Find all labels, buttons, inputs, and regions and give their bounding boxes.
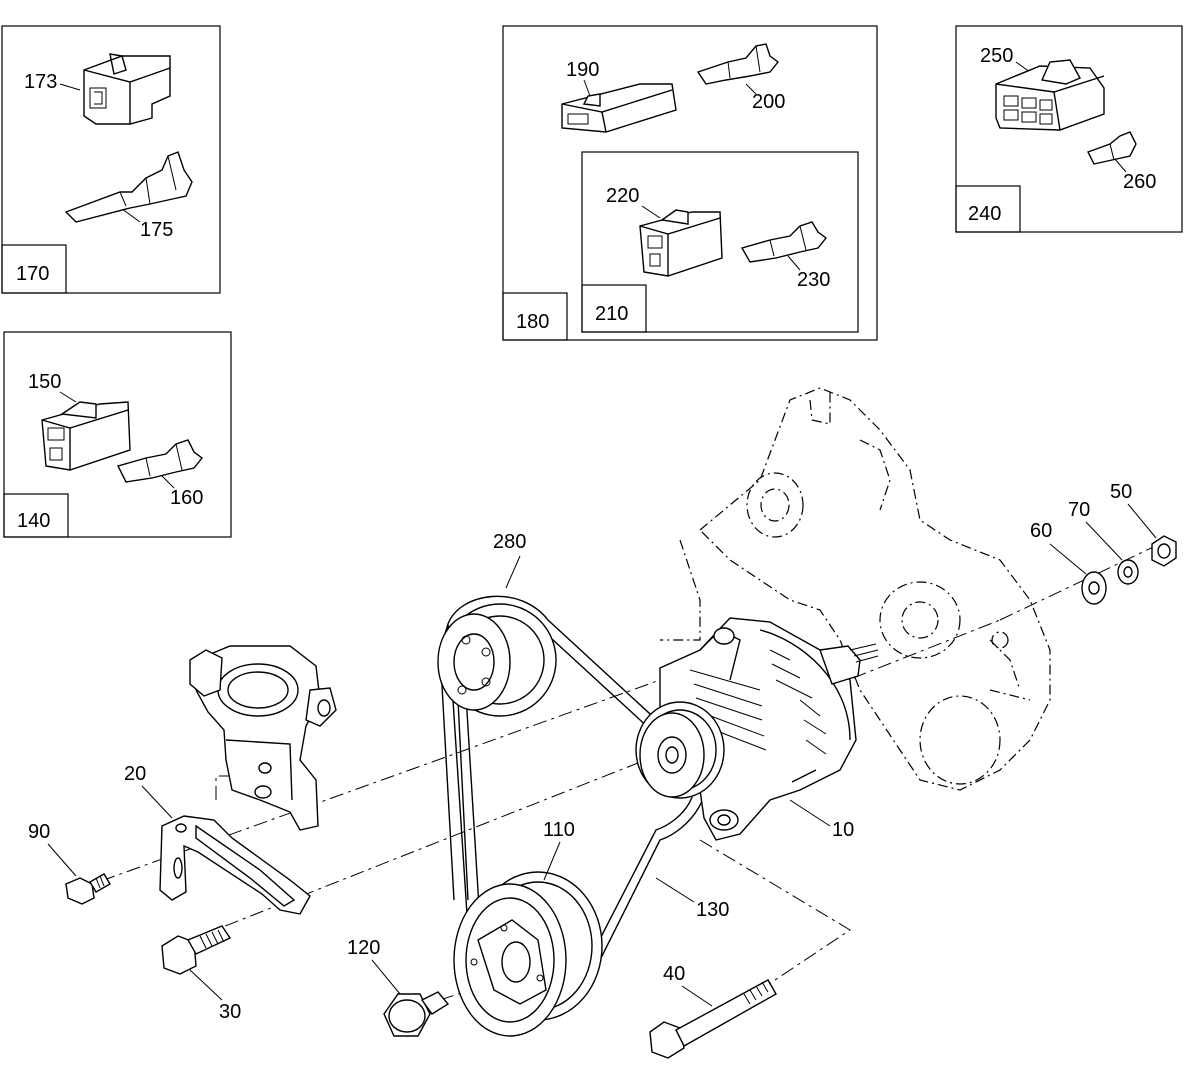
bolt-30 [161,925,232,975]
label-170: 170 [16,263,49,285]
label-230: 230 [797,269,830,291]
label-210: 210 [595,303,628,325]
label-60: 60 [1030,520,1052,542]
terminal-200 [696,43,779,85]
label-280: 280 [493,531,526,553]
water-pump-housing [189,645,337,831]
label-175: 175 [140,219,173,241]
label-50: 50 [1110,481,1132,503]
label-260: 260 [1123,171,1156,193]
terminal-230 [740,221,827,263]
callout-labels: 280 50 70 60 20 90 110 10 130 120 40 30 [28,481,1157,1023]
label-250: 250 [980,45,1013,67]
label-140: 140 [17,510,50,532]
terminal-175 [64,151,193,223]
flat-washer-60 [1081,571,1107,605]
terminal-260 [1087,131,1137,165]
lock-washer-70 [1117,559,1139,585]
label-180: 180 [516,311,549,333]
adjusting-bracket [159,815,311,915]
label-30: 30 [219,1001,241,1023]
label-200: 200 [752,91,785,113]
label-70: 70 [1068,499,1090,521]
label-160: 160 [170,487,203,509]
inset-box-210: 210 220 230 [581,151,859,333]
label-130: 130 [696,899,729,921]
engine-block-outline [660,387,1051,791]
label-220: 220 [606,185,639,207]
connector-173 [83,53,171,125]
inset-box-240: 240 250 260 [955,25,1183,233]
water-pump-pulley [437,603,557,717]
label-150: 150 [28,371,61,393]
bolt-120 [383,991,450,1037]
inset-box-180: 180 190 200 210 220 230 [502,25,878,341]
label-110: 110 [543,819,575,841]
label-173: 173 [24,71,57,93]
connector-250 [995,59,1105,131]
bolt-90 [65,873,111,905]
label-240: 240 [968,203,1001,225]
connector-220 [639,209,723,277]
nut-50 [1151,535,1177,567]
alternator-pulley [635,701,725,799]
label-10: 10 [832,819,854,841]
connector-190 [561,83,677,133]
label-120: 120 [347,937,380,959]
label-90: 90 [28,821,50,843]
label-190: 190 [566,59,599,81]
label-20: 20 [124,763,146,785]
inset-box-140: 140 150 160 [3,331,232,538]
crankshaft-pulley [453,871,603,1037]
terminal-160 [116,439,203,483]
bolt-40 [649,979,777,1059]
label-40: 40 [663,963,685,985]
inset-box-170: 170 173 175 [1,25,221,294]
connector-150 [41,401,131,471]
